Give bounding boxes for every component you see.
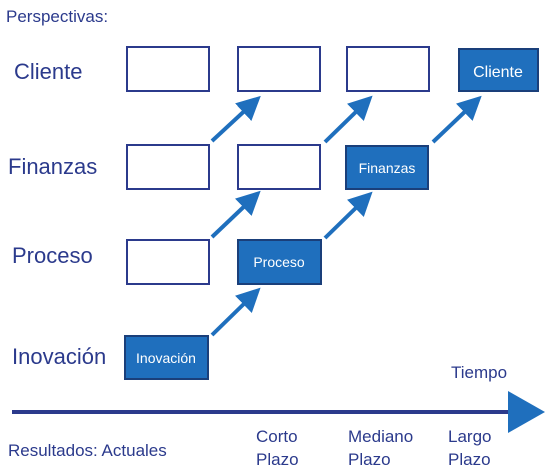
timeline-mediano-line2: Plazo xyxy=(348,450,391,469)
finanzas-box-label: Finanzas xyxy=(359,160,416,176)
timeline-largo-line1: Largo xyxy=(448,427,491,446)
cliente-box-actuales xyxy=(126,46,210,92)
inovacion-box-actuales xyxy=(124,335,209,380)
row-label-proceso: Proceso xyxy=(12,243,93,268)
inovacion-box-label: Inovación xyxy=(136,350,196,366)
timeline-mediano-line1: Mediano xyxy=(348,427,413,446)
timeline-corto-line2: Plazo xyxy=(256,450,299,469)
proceso-box-actuales xyxy=(126,239,210,285)
arrow-finanzas-to-cliente-largo xyxy=(431,95,482,144)
timeline-largo-line2: Plazo xyxy=(448,450,491,469)
cliente-box-label: Cliente xyxy=(473,64,523,81)
row-label-inovacion: Inovación xyxy=(12,344,106,369)
cliente-box-largo xyxy=(458,48,539,92)
arrow-finanzas-to-cliente-mediano xyxy=(323,95,373,144)
cliente-box-mediano xyxy=(346,46,430,92)
arrow-proceso-to-finanzas-mediano xyxy=(323,191,373,240)
cliente-box-corto xyxy=(237,46,321,92)
timeline-corto-line1: Corto xyxy=(256,427,298,446)
arrow-inovacion-to-proceso xyxy=(210,287,261,337)
timeline-axis-label: Tiempo xyxy=(451,363,507,382)
timeline-arrowhead-icon xyxy=(508,391,545,433)
perspectives-title: Perspectivas: xyxy=(6,7,108,26)
row-label-finanzas: Finanzas xyxy=(8,154,97,179)
finanzas-box-mediano xyxy=(345,145,429,190)
proceso-box-corto xyxy=(237,239,322,285)
arrow-proceso-to-finanzas-corto xyxy=(210,190,261,239)
row-label-cliente: Cliente xyxy=(14,59,82,84)
arrow-finanzas-to-cliente-corto xyxy=(210,95,261,143)
proceso-box-label: Proceso xyxy=(253,254,305,270)
finanzas-box-actuales xyxy=(126,144,210,190)
timeline-results-label: Resultados: Actuales xyxy=(8,441,167,460)
finanzas-box-corto xyxy=(237,144,321,190)
